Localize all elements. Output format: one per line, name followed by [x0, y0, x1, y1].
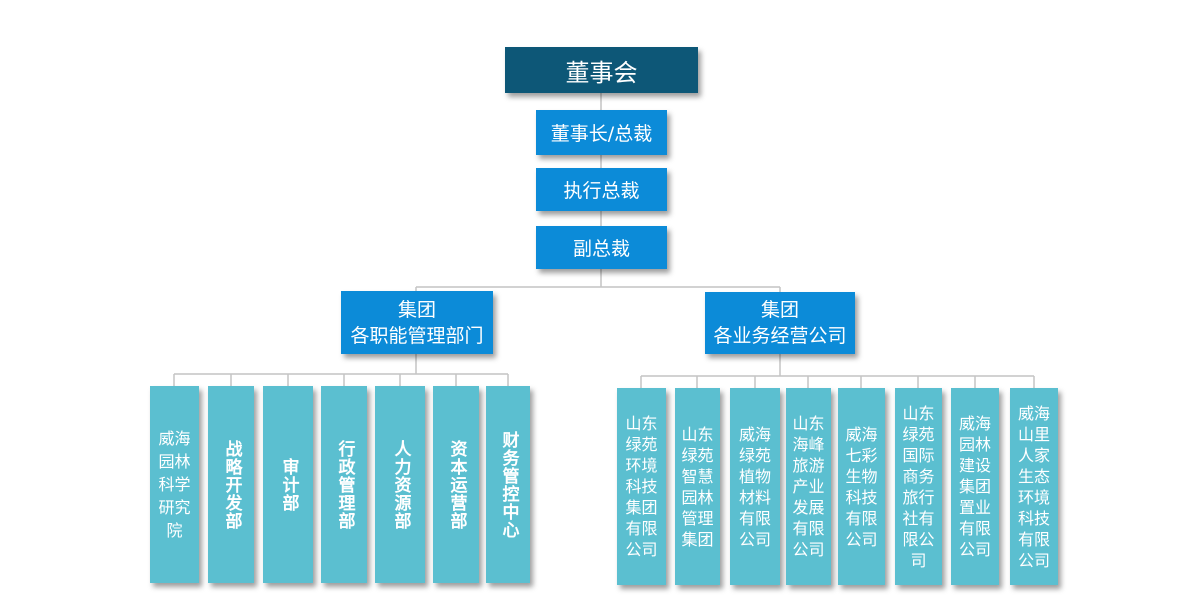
business-companies-box: 集团 各业务经营公司: [705, 292, 855, 354]
company-box: 山东绿苑环境科技集团有限公司: [617, 388, 666, 585]
department-label: 威海园林科学研究院: [158, 429, 191, 540]
company-label: 威海绿苑植物材料有限公司: [738, 424, 771, 549]
company-label: 山东海峰旅游产业发展有限公司: [792, 414, 825, 559]
company-label: 山东绿苑智慧园林管理集团: [681, 424, 714, 549]
company-box: 威海园林建设集团置业有限公司: [951, 388, 999, 585]
department-box: 资本运营部: [433, 386, 479, 583]
department-box: 审计部: [263, 386, 313, 583]
department-label: 财务管控中心: [498, 430, 519, 539]
company-label: 威海园林建设集团置业有限公司: [958, 414, 991, 559]
company-box: 威海山里人家生态环境科技有限公司: [1010, 388, 1058, 585]
department-box: 行政管理部: [321, 386, 367, 583]
executive-president-label: 执行总裁: [563, 180, 640, 202]
board-label: 董事会: [565, 58, 638, 87]
company-label: 山东绿苑国际商务旅行社有限公司: [902, 403, 935, 570]
department-label: 资本运营部: [446, 439, 467, 530]
vice-president-label: 副总裁: [572, 238, 630, 260]
department-label: 战略开发部: [221, 439, 242, 530]
department-box: 战略开发部: [208, 386, 254, 583]
executive-president-box: 执行总裁: [536, 168, 667, 211]
board-box: 董事会: [505, 47, 698, 93]
company-label: 山东绿苑环境科技集团有限公司: [625, 414, 658, 559]
department-label: 人力资源部: [390, 439, 411, 530]
company-label: 威海山里人家生态环境科技有限公司: [1017, 403, 1050, 570]
department-box: 威海园林科学研究院: [150, 386, 199, 583]
business-companies-line2: 各业务经营公司: [713, 325, 847, 347]
company-box: 山东海峰旅游产业发展有限公司: [786, 388, 831, 585]
chairman-box: 董事长/总裁: [536, 110, 667, 155]
functional-departments-box: 集团 各职能管理部门: [341, 291, 493, 354]
company-box: 山东绿苑智慧园林管理集团: [675, 388, 720, 585]
company-box: 山东绿苑国际商务旅行社有限公司: [895, 388, 942, 585]
department-box: 财务管控中心: [486, 386, 530, 583]
company-box: 威海七彩生物科技有限公司: [838, 388, 885, 585]
company-label: 威海七彩生物科技有限公司: [845, 424, 878, 549]
vice-president-box: 副总裁: [536, 226, 667, 269]
functional-departments-line1: 集团: [397, 298, 436, 321]
functional-departments-line2: 各职能管理部门: [350, 324, 484, 347]
company-box: 威海绿苑植物材料有限公司: [730, 388, 780, 585]
chairman-label: 董事长/总裁: [550, 123, 653, 145]
department-label: 审计部: [278, 457, 299, 512]
department-label: 行政管理部: [334, 439, 355, 530]
business-companies-line1: 集团: [760, 299, 799, 321]
department-box: 人力资源部: [375, 386, 425, 583]
